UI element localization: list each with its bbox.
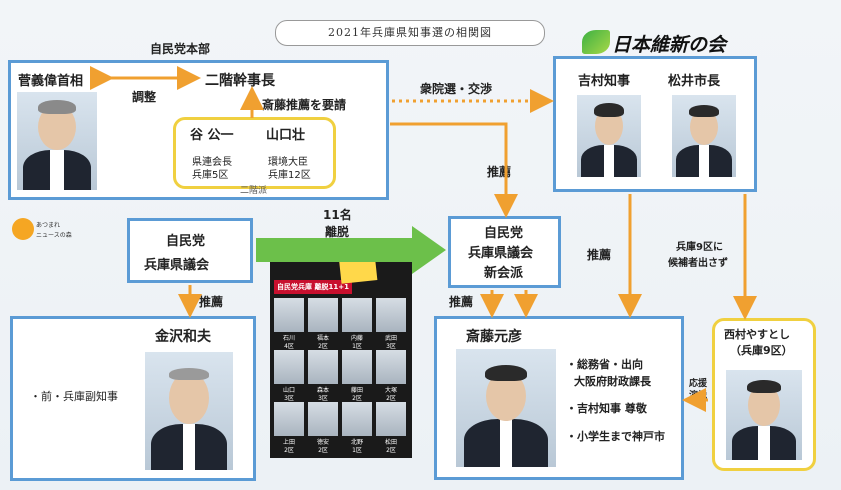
smiley-icon [12, 218, 34, 240]
poster-member-area: 1区 [352, 343, 362, 350]
faction-label: 二階派 [240, 186, 268, 196]
suga-label: 菅義偉首相 [18, 74, 84, 89]
news-badge-text-2: ニュースの森 [36, 232, 72, 239]
suga-photo [17, 92, 97, 190]
ishin-logo: 日本維新の会 [582, 28, 732, 56]
defect-count-label: 11名 [323, 208, 352, 222]
poster-member-area: 3区 [284, 395, 294, 402]
poster-member-photo [308, 402, 338, 436]
ldp-hq-label: 自民党本部 [150, 42, 211, 56]
request-label: 斎藤推薦を要請 [262, 98, 347, 112]
yamaguchi-sub2: 兵庫12区 [268, 170, 311, 181]
poster-member-photo [342, 350, 372, 384]
poster-member-photo [376, 402, 406, 436]
poster-member-name: 石川 [282, 335, 295, 342]
poster-member-photo [376, 298, 406, 332]
tani-name: 谷 公一 [190, 128, 234, 143]
poster-member-name: 山口 [282, 387, 295, 394]
recommend-label-3: 推薦 [449, 295, 474, 309]
poster-member-area: 4区 [284, 343, 294, 350]
new-faction-line1: 自民党 [484, 226, 524, 241]
poster-member-photo [274, 350, 304, 384]
ishin-logo-icon [582, 30, 610, 54]
poster-member-name: 武田 [384, 335, 397, 342]
nikai-label: 二階幹事長 [205, 73, 275, 89]
new-faction-line2: 兵庫県議会 [468, 246, 534, 261]
poster-member-photo [274, 298, 304, 332]
poster-member-area: 2区 [318, 447, 328, 454]
saito-bullet1a: ・総務省・出向 [566, 358, 643, 371]
poster-member-name: 内藤 [350, 335, 363, 342]
poster-member-name: 松田 [384, 439, 397, 446]
saito-bullet3: ・小学生まで神戸市 [566, 430, 665, 443]
poster-member-name: 福本 [316, 335, 329, 342]
kanazawa-name: 金沢和夫 [155, 329, 211, 345]
tani-yamaguchi-box [173, 117, 336, 189]
diagram-title: 2021年兵庫県知事選の相関図 [275, 20, 545, 46]
poster-member-photo [308, 298, 338, 332]
poster-member-photo [342, 402, 372, 436]
new-faction-box [448, 216, 561, 288]
poster-member-area: 2区 [386, 447, 396, 454]
election-negotiation-label: 衆院選・交渉 [420, 82, 493, 96]
coordinate-label: 調整 [132, 90, 157, 104]
poster-member-area: 1区 [352, 447, 362, 454]
saito-bullet1b: 大阪府財政課長 [574, 375, 651, 388]
new-faction-line3: 新会派 [484, 266, 524, 281]
saito-bullet2: ・吉村知事 尊敬 [566, 402, 647, 415]
poster-member-photo [342, 298, 372, 332]
poster-member-name: 徳安 [316, 439, 329, 446]
matsui-label: 松井市長 [668, 74, 721, 89]
poster-member-area: 2区 [284, 447, 294, 454]
news-badge: あつまれ ニュースの森 [12, 218, 82, 244]
poster-member-name: 大塚 [384, 387, 397, 394]
yoshimura-label: 吉村知事 [578, 74, 631, 89]
poster-header: 自民党兵庫 離脱11+1 [274, 280, 352, 294]
recommend-label-2: 推薦 [587, 248, 612, 262]
ishin-logo-text: 日本維新の会 [612, 34, 727, 56]
nishimura-line1: 西村やすとし [724, 328, 790, 341]
pref-assembly-line2: 兵庫県議会 [144, 258, 210, 273]
poster-member-area: 2区 [386, 395, 396, 402]
pref-assembly-box [127, 218, 253, 283]
no-candidate-label-1: 兵庫9区に [676, 242, 723, 253]
nishimura-photo [726, 370, 802, 460]
poster-member-name: 藤田 [350, 387, 363, 394]
hq-recommend-arrow [390, 122, 518, 218]
poster-member-photo [274, 402, 304, 436]
poster-member-area: 3区 [318, 395, 328, 402]
tani-sub2: 兵庫5区 [192, 170, 229, 181]
nishimura-line2: （兵庫9区） [730, 344, 793, 357]
support-label-1: 応援 [689, 379, 708, 389]
poster-member-area: 2区 [352, 395, 362, 402]
yamaguchi-sub1: 環境大臣 [268, 157, 308, 168]
matsui-photo [672, 95, 736, 177]
saito-name: 斎藤元彦 [466, 329, 522, 345]
kanazawa-photo [145, 352, 233, 470]
news-badge-text-1: あつまれ [36, 222, 61, 229]
saito-photo [456, 349, 556, 467]
poster-member-name: 北野 [350, 439, 363, 446]
defect-label: 離脱 [325, 225, 350, 239]
no-candidate-label-2: 候補者出さず [668, 258, 728, 269]
recommend-label-4: 推薦 [199, 295, 224, 309]
pref-assembly-line1: 自民党 [166, 234, 206, 249]
poster-member-name: 森本 [316, 387, 329, 394]
poster-member-area: 2区 [318, 343, 328, 350]
poster-member-photo [308, 350, 338, 384]
poster-member-name: 上田 [282, 439, 295, 446]
defect-arrow [256, 226, 446, 274]
tani-sub1: 県連会長 [192, 157, 232, 168]
kanazawa-desc: ・前・兵庫副知事 [30, 390, 118, 403]
poster-member-photo [376, 350, 406, 384]
poster-member-area: 3区 [386, 343, 396, 350]
yoshimura-photo [577, 95, 641, 177]
yamaguchi-name: 山口壮 [266, 128, 306, 143]
